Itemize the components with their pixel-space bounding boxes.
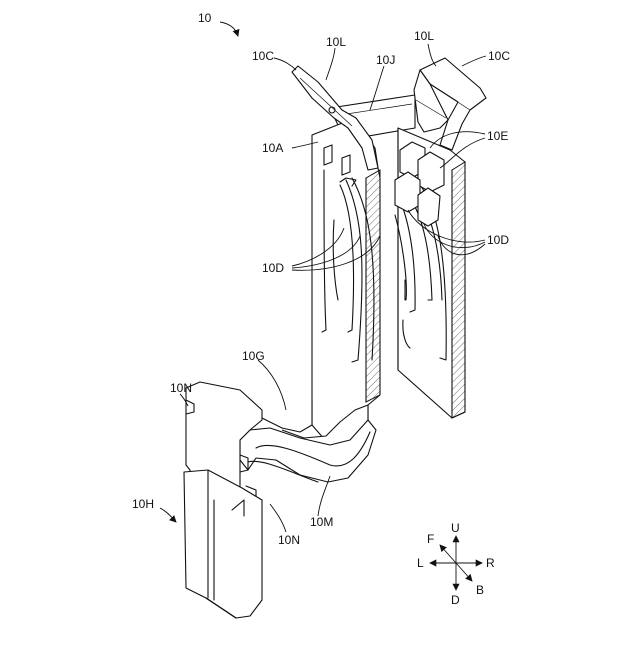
dir-back: B — [476, 583, 484, 597]
dir-front: F — [427, 532, 434, 546]
dir-up: U — [451, 521, 460, 535]
dir-down: D — [451, 593, 460, 607]
label-10a: 10A — [262, 141, 283, 155]
label-10n-lower: 10N — [278, 533, 300, 547]
label-10l-left: 10L — [326, 35, 346, 49]
label-10j: 10J — [376, 53, 395, 67]
dir-left: L — [417, 556, 424, 570]
lower-block-10h — [184, 382, 262, 618]
right-lead-10c — [414, 58, 486, 150]
label-10g: 10G — [242, 349, 265, 363]
label-10m: 10M — [310, 515, 333, 529]
label-10: 10 — [198, 11, 212, 25]
direction-compass: U F L R B D — [417, 521, 495, 607]
dir-right: R — [486, 556, 495, 570]
label-10n-upper: 10N — [170, 381, 192, 395]
label-10c-left: 10C — [252, 49, 274, 63]
label-10d-right: 10D — [487, 233, 509, 247]
label-10d-left: 10D — [262, 261, 284, 275]
label-10c-right: 10C — [488, 49, 510, 63]
label-10e: 10E — [487, 129, 508, 143]
label-10l-right: 10L — [414, 29, 434, 43]
label-10h: 10H — [132, 497, 154, 511]
